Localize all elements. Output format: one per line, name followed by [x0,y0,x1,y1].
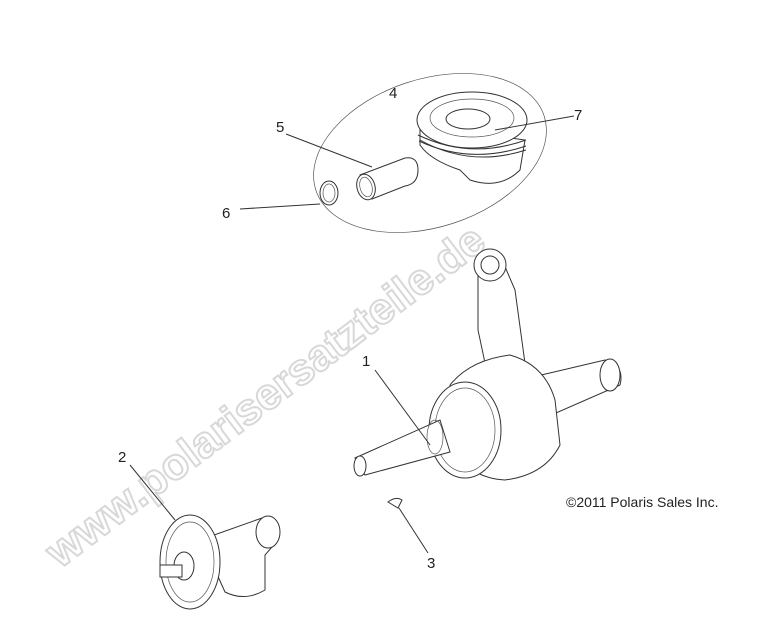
piston [416,91,528,184]
balance-shaft [159,514,281,610]
copyright-notice: ©2011 Polaris Sales Inc. [566,494,719,510]
callout-7: 7 [574,107,582,124]
callout-3: 3 [427,555,435,572]
callout-4: 4 [389,85,397,102]
circlip-inner [322,183,336,203]
callout-5: 5 [276,119,284,136]
piston-assembly-outline [313,73,547,233]
crankshaft [353,354,622,481]
callout-6: 6 [222,205,230,222]
callout-1: 1 [362,353,370,370]
piston-pin [356,157,419,201]
woodruff-key [387,497,403,509]
callout-2: 2 [118,449,126,466]
leader-lines [129,115,575,554]
